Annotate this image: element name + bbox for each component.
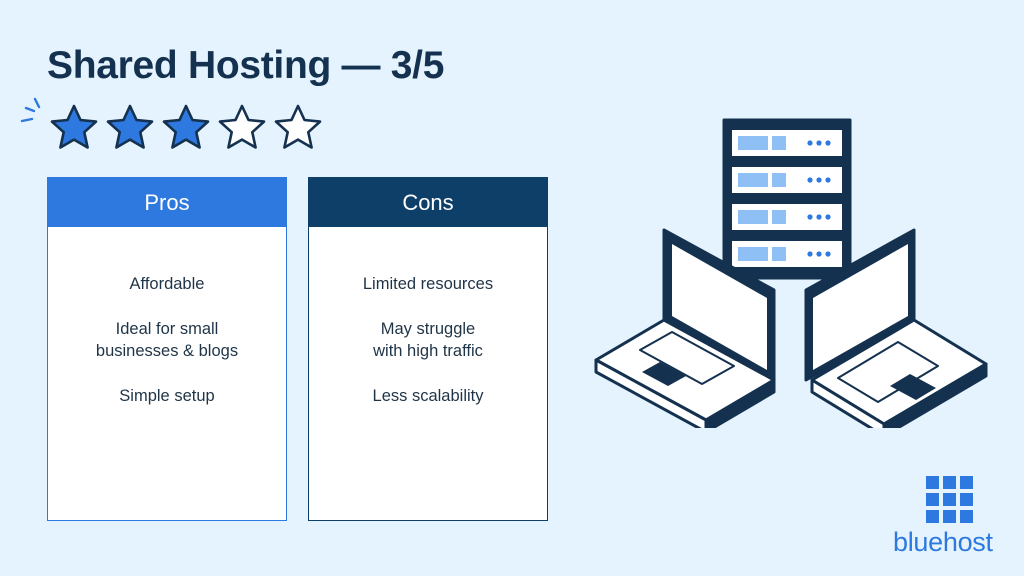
star-filled-icon (106, 104, 154, 149)
server-unit (732, 241, 842, 267)
bluehost-grid-logo-icon (926, 476, 973, 523)
server-laptops-illustration (594, 118, 988, 428)
page-title: Shared Hosting — 3/5 (47, 44, 445, 87)
star-filled-icon (50, 104, 98, 149)
cons-heading: Cons (309, 178, 547, 227)
sparkle-icon (20, 97, 41, 123)
server-unit (732, 130, 842, 156)
pros-item: Simple setup (119, 387, 215, 405)
brand-logo-text: bluehost (893, 527, 993, 557)
star-empty-icon (218, 104, 266, 149)
pros-heading: Pros (48, 178, 286, 227)
cons-column: Cons Limited resources May struggle with… (308, 177, 548, 521)
cons-item: Limited resources (362, 275, 494, 293)
pros-list: Affordable Ideal for small businesses & … (48, 227, 286, 407)
pros-item: Affordable (129, 275, 205, 293)
pros-item: Ideal for small businesses & blogs (95, 320, 239, 360)
server-unit (732, 204, 842, 230)
laptop-right (804, 228, 988, 428)
server-unit (732, 167, 842, 193)
star-filled-icon (162, 104, 210, 149)
cons-item: Less scalability (372, 387, 484, 405)
star-empty-icon (274, 104, 322, 149)
pros-column: Pros Affordable Ideal for small business… (47, 177, 287, 521)
laptop-left (594, 228, 776, 428)
cons-list: Limited resources May struggle with high… (309, 227, 547, 407)
cons-item: May struggle with high traffic (373, 320, 483, 360)
